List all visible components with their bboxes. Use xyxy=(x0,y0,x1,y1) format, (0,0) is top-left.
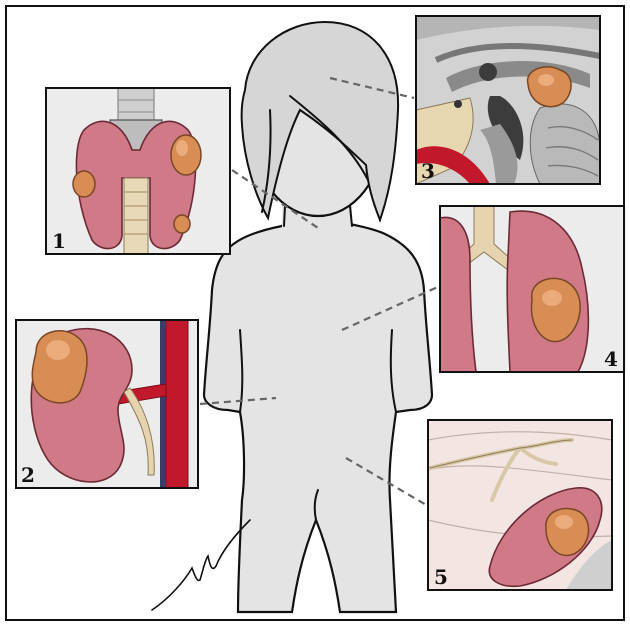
panel-4-label: 4 xyxy=(604,347,618,371)
child-figure xyxy=(204,22,432,612)
panel-2-label: 2 xyxy=(21,463,35,487)
brain-panel: 3 xyxy=(416,16,600,184)
lung-panel: 4 xyxy=(440,206,626,372)
kidney-panel: 2 xyxy=(16,320,198,488)
nerve-panel: 5 xyxy=(428,420,612,590)
signature-scribble xyxy=(152,520,250,610)
child-body xyxy=(204,212,432,612)
panel-3-label: 3 xyxy=(421,159,435,183)
panel-5-label: 5 xyxy=(434,565,448,589)
thyroid-panel: 1 xyxy=(46,88,230,254)
panel-1-label: 1 xyxy=(52,229,66,253)
